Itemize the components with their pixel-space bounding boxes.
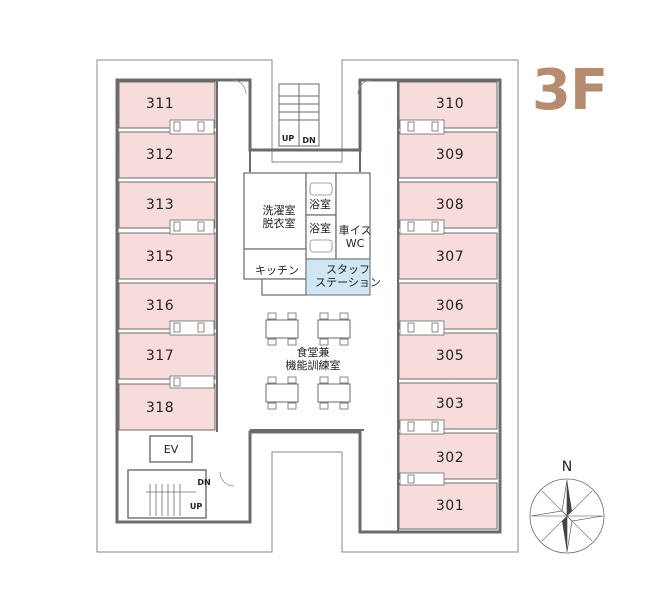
room-number: 307 xyxy=(435,249,465,265)
kitchen-label: キッチン xyxy=(255,264,299,277)
dining-label-line2: 機能訓練室 xyxy=(285,359,341,372)
room-number: 313 xyxy=(145,197,175,213)
room-number: 305 xyxy=(435,348,465,364)
room-307 xyxy=(398,232,498,280)
wc-label-line2: WC xyxy=(345,237,365,250)
stair-bottom-up-label: UP xyxy=(189,502,203,511)
laundry-label-line1: 洗濯室 xyxy=(262,204,296,217)
stair-top-up-label: UP xyxy=(281,134,295,143)
bath-label-upper: 浴室 xyxy=(309,198,331,211)
bottom-stair-treads xyxy=(146,484,196,516)
laundry-label-line2: 脱衣室 xyxy=(262,217,296,230)
room-302 xyxy=(398,432,498,480)
room-number: 310 xyxy=(435,96,465,112)
room-315 xyxy=(118,232,216,280)
top-stair xyxy=(278,83,320,147)
floor-label: 3F xyxy=(532,58,608,123)
room-305 xyxy=(398,332,498,380)
dining-label-line1: 食堂兼 xyxy=(296,346,330,359)
compass-north-label: N xyxy=(561,459,573,475)
chairs xyxy=(267,312,349,410)
room-301 xyxy=(398,482,498,530)
stair-bottom-dn-label: DN xyxy=(197,478,211,487)
bathtubs xyxy=(309,182,333,253)
room-number: 316 xyxy=(145,298,175,314)
room-number: 311 xyxy=(145,96,175,112)
room-309 xyxy=(398,131,498,179)
left-fixtures xyxy=(169,119,215,389)
laundry-label: 洗濯室 脱衣室 xyxy=(263,204,296,230)
room-number: 306 xyxy=(435,298,465,314)
room-number: 318 xyxy=(145,400,175,416)
room-number: 302 xyxy=(435,450,465,466)
dining-tables xyxy=(265,319,351,403)
staff-station-label: スタッフ ステーション xyxy=(315,263,381,289)
room-number: 309 xyxy=(435,147,465,163)
bath-label-lower: 浴室 xyxy=(309,222,331,235)
wc-label-line1: 車イス xyxy=(338,224,372,237)
doors xyxy=(219,79,373,487)
stair-top-dn-label: DN xyxy=(302,136,316,145)
staff-station-area xyxy=(305,258,371,296)
corridor-walls xyxy=(216,80,399,532)
service-block xyxy=(243,172,371,296)
room-number: 312 xyxy=(145,147,175,163)
room-312 xyxy=(118,131,216,179)
right-fixtures xyxy=(399,119,445,486)
staff-label-line1: スタッフ xyxy=(326,263,370,276)
room-number: 301 xyxy=(435,498,465,514)
room-number: 303 xyxy=(435,396,465,412)
right-rooms xyxy=(398,81,498,530)
room-number: 317 xyxy=(145,348,175,364)
room-318 xyxy=(118,383,216,431)
elevator-label: EV xyxy=(163,443,179,456)
left-rooms xyxy=(118,81,216,431)
room-number: 308 xyxy=(435,197,465,213)
compass-rose xyxy=(529,478,605,554)
staff-label-line2: ステーション xyxy=(315,276,381,289)
wheelchair-wc-label: 車イス WC xyxy=(339,224,372,250)
room-317 xyxy=(118,332,216,380)
ev-stair-block xyxy=(127,435,207,519)
dining-label: 食堂兼 機能訓練室 xyxy=(286,346,341,372)
room-number: 315 xyxy=(145,249,175,265)
